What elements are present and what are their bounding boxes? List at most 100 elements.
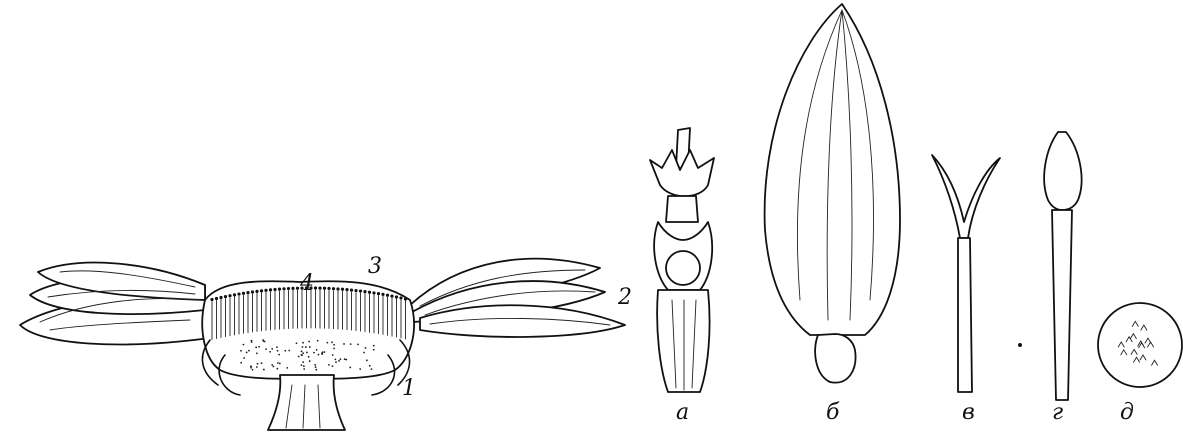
stipple-dot <box>309 360 311 362</box>
stipple-dot <box>339 358 341 360</box>
stipple-dot <box>286 367 288 369</box>
stipple-dot <box>243 357 245 359</box>
stipple-dot <box>250 366 252 368</box>
stipple-dot <box>357 343 359 345</box>
stipple-dot <box>313 352 315 354</box>
stipple-dot <box>300 354 302 356</box>
stipple-dot <box>343 343 345 345</box>
floret-tip <box>246 291 249 294</box>
stipple-dot <box>315 366 317 368</box>
stipple-dot <box>256 366 258 368</box>
stipple-dot <box>306 352 308 354</box>
stipple-dot <box>365 347 367 349</box>
stipple-dot <box>366 359 368 361</box>
stamen-g <box>1044 132 1081 400</box>
stipple-dot <box>252 369 254 371</box>
stipple-dot <box>338 360 340 362</box>
stipple-dot <box>240 350 242 352</box>
pollen-grain-d <box>1098 303 1182 387</box>
stipple-dot <box>248 350 250 352</box>
floret-tip <box>287 287 290 290</box>
right-ray-petals <box>410 259 625 337</box>
stipple-dot <box>314 364 316 366</box>
floret-tip <box>395 295 398 298</box>
stipple-dot <box>334 359 336 361</box>
flower-head-section <box>20 259 625 430</box>
floret-tip <box>327 287 330 290</box>
stipple-dot <box>328 364 330 366</box>
floret-tip <box>255 290 258 293</box>
stipple-dot <box>315 369 317 371</box>
floret-tip <box>386 294 389 297</box>
floret-tip <box>368 291 371 294</box>
achene-b <box>765 4 900 383</box>
stipple-dot <box>305 346 307 348</box>
stipple-dot <box>255 346 257 348</box>
stipple-dot <box>284 350 286 352</box>
stipple-dot <box>302 342 304 344</box>
left-ray-petals <box>20 263 210 345</box>
stipple-dot <box>359 368 361 370</box>
stipple-dot <box>309 346 311 348</box>
stipple-dot <box>332 365 334 367</box>
stipple-dot <box>326 342 328 344</box>
label-v: в <box>962 402 975 424</box>
stipple-dot <box>243 344 245 346</box>
stipple-dot <box>273 366 275 368</box>
stipple-dot <box>333 344 335 346</box>
stipple-dot <box>301 350 303 352</box>
stipple-dot <box>302 352 304 354</box>
floret-tip <box>372 291 375 294</box>
label-d: д <box>1120 402 1134 424</box>
floret-tip <box>269 288 272 291</box>
stipple-dot <box>303 365 305 367</box>
stipple-dot <box>258 346 260 348</box>
stipple-dot <box>333 348 335 350</box>
stipple-dot <box>350 343 352 345</box>
stipple-dot <box>271 348 273 350</box>
label-4: 4 <box>300 273 314 295</box>
floret-tip <box>318 287 321 290</box>
stipple-dot <box>324 351 326 353</box>
stipple-dot <box>269 351 271 353</box>
stipple-dot <box>349 367 351 369</box>
stipple-dot <box>265 348 267 350</box>
floret-tip <box>323 287 326 290</box>
floret-tip <box>363 290 366 293</box>
label-b: б <box>826 402 839 424</box>
floret-tip <box>332 287 335 290</box>
floret-tip <box>224 295 227 298</box>
floret-tip <box>237 292 240 295</box>
stipple-dot <box>277 362 279 364</box>
floret-tip <box>219 296 222 299</box>
floret-tip <box>377 292 380 295</box>
stipple-dot <box>257 363 259 365</box>
stipple-dot <box>296 342 298 344</box>
stipple-dot <box>321 353 323 355</box>
stipple-dot <box>271 364 273 366</box>
floret-tip <box>345 288 348 291</box>
stipple-dot <box>301 364 303 366</box>
floret-tip <box>314 286 317 289</box>
stipple-dot <box>298 356 300 358</box>
floret-tip <box>215 297 218 300</box>
stipple-dot <box>308 341 310 343</box>
floret-tip <box>291 287 294 290</box>
label-g: г <box>1052 402 1063 424</box>
stipple-dot <box>373 349 375 351</box>
floret-tip <box>273 288 276 291</box>
floret-tip <box>251 290 254 293</box>
stipple-dot <box>276 346 278 348</box>
floret-tip <box>296 287 299 290</box>
stipple-dot <box>262 339 264 341</box>
stipple-dot <box>256 352 258 354</box>
floret-tip <box>354 289 357 292</box>
floret-tip <box>278 288 281 291</box>
stipple-dot <box>345 359 347 361</box>
style-branches-v <box>932 155 1000 392</box>
stipple-dot <box>369 365 371 367</box>
stipple-dot <box>302 361 304 363</box>
stipple-dot <box>251 341 253 343</box>
